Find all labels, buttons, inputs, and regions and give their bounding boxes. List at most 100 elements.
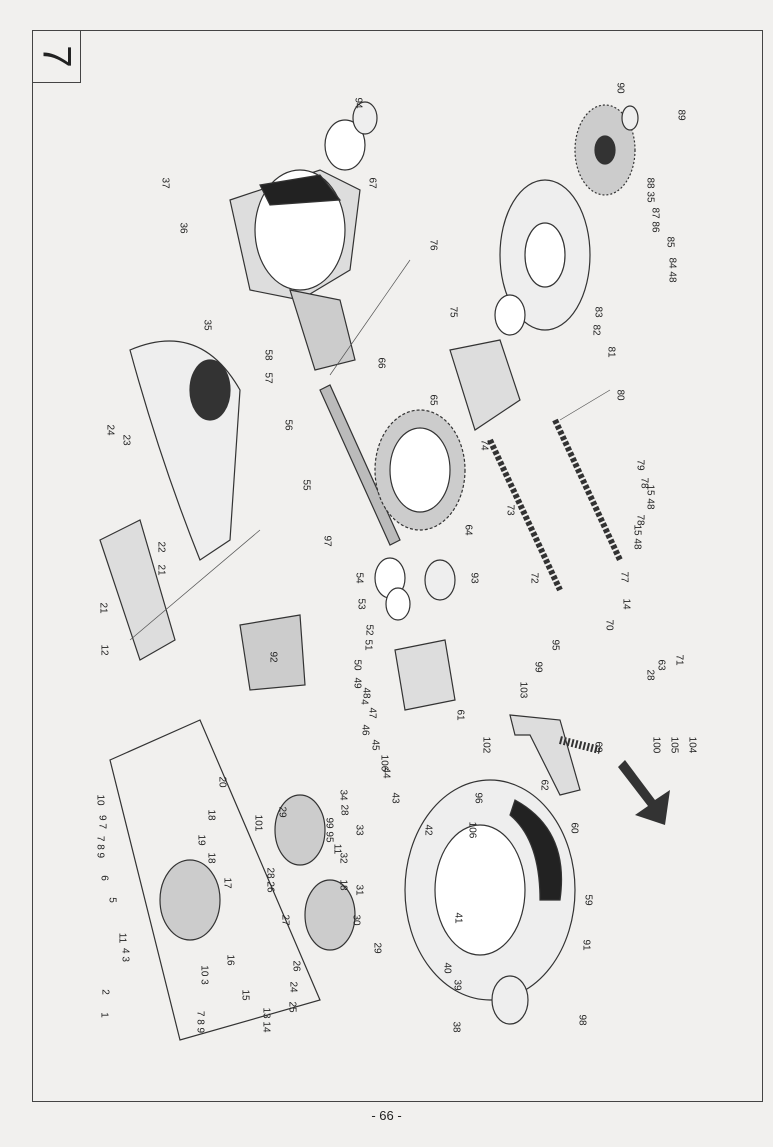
- part-label: 26: [290, 960, 302, 972]
- pulley-5: [159, 859, 221, 941]
- part-label: 18: [337, 879, 349, 891]
- part-label: 24: [104, 424, 116, 436]
- part-label: 21: [155, 564, 167, 576]
- part-label: 27: [279, 914, 291, 926]
- part-label: 4 3: [119, 948, 131, 962]
- part-label: 2: [99, 989, 111, 995]
- part-label: 90: [614, 82, 626, 94]
- part-label: 106: [466, 821, 478, 839]
- part-label: 20: [216, 776, 228, 788]
- part-label: 83: [592, 306, 604, 318]
- part-label: 33: [353, 824, 365, 836]
- part-label: 67: [366, 177, 378, 189]
- part-label: 11: [331, 843, 343, 855]
- part-label: 104: [686, 736, 698, 754]
- part-label: 71: [673, 654, 685, 666]
- part-label: 31: [353, 884, 365, 896]
- bearing-67: [324, 119, 366, 171]
- part-label: 19: [195, 834, 207, 846]
- part-label: 54: [353, 572, 365, 584]
- part-label: 62: [538, 779, 550, 791]
- part-label: 11: [116, 932, 128, 944]
- part-label: 48: [360, 687, 372, 699]
- part-label: 30: [350, 914, 362, 926]
- part-label: 1: [98, 1012, 110, 1018]
- hub-74: [449, 339, 521, 431]
- part-label: 10 3: [198, 965, 210, 985]
- base-plate: [109, 719, 321, 1041]
- part-label: 63: [655, 659, 667, 671]
- part-label: 57: [262, 372, 274, 384]
- part-label: 42: [422, 824, 434, 836]
- part-label: 16: [224, 954, 236, 966]
- part-label: 41: [452, 912, 464, 924]
- part-label: 61: [454, 709, 466, 721]
- part-label: 36: [177, 222, 189, 234]
- part-label: 47: [366, 707, 378, 719]
- part-label: 14: [620, 598, 632, 610]
- part-label: 79: [634, 459, 646, 471]
- part-label: 37: [159, 177, 171, 189]
- part-label: 29: [371, 942, 383, 954]
- part-label: 100: [650, 736, 662, 754]
- part-label: 73: [504, 504, 516, 516]
- seal-94: [352, 101, 378, 135]
- part-label: 59: [582, 894, 594, 906]
- part-label: 64: [462, 524, 474, 536]
- part-label: 28: [338, 804, 350, 816]
- part-label: 82: [590, 324, 602, 336]
- part-label: 91: [580, 939, 592, 951]
- part-label: 35: [201, 319, 213, 331]
- part-label: 15 48: [631, 524, 643, 550]
- part-label: 18: [205, 809, 217, 821]
- part-label: 88 35: [644, 177, 656, 203]
- collar-38: [491, 975, 529, 1025]
- part-label: 56: [282, 419, 294, 431]
- bearing-75: [494, 294, 526, 336]
- part-label: 101: [252, 814, 264, 832]
- part-label: 21: [97, 602, 109, 614]
- bearing-53: [385, 587, 411, 621]
- part-label: 29: [276, 806, 288, 818]
- part-label: 12: [98, 644, 110, 656]
- part-label: 75: [447, 306, 459, 318]
- direction-arrow: [618, 760, 670, 825]
- part-label: 7 8 9: [94, 835, 106, 859]
- housing-arm: [289, 289, 356, 371]
- part-label: 66: [375, 357, 387, 369]
- part-label: 34: [337, 789, 349, 801]
- part-label: 95: [549, 639, 561, 651]
- part-label: 85: [664, 236, 676, 248]
- part-label: 87 86: [649, 207, 661, 233]
- part-label: 10: [94, 794, 106, 806]
- chain-79: [552, 418, 623, 562]
- part-label: 38: [450, 1021, 462, 1033]
- chain-73: [487, 438, 563, 592]
- part-label: 15 48: [644, 484, 656, 510]
- part-label: 6: [98, 875, 110, 881]
- part-label: 22: [155, 541, 167, 553]
- part-label: 46: [359, 724, 371, 736]
- bracket-12: [99, 519, 176, 661]
- part-label: 51: [362, 639, 374, 651]
- figure-number-box: 7: [32, 30, 81, 83]
- part-label: 39: [451, 979, 463, 991]
- ring-93: [424, 559, 456, 601]
- part-label: 65: [427, 394, 439, 406]
- part-label: 99 95: [323, 817, 335, 843]
- spring-69: [559, 736, 601, 754]
- housing-dark-face: [259, 174, 342, 206]
- part-label: 9 7: [96, 815, 108, 829]
- seal-89: [621, 105, 639, 131]
- part-label: 40: [441, 962, 453, 974]
- part-label: 98: [576, 1014, 588, 1026]
- page-frame: [32, 30, 763, 1102]
- pulley-30: [304, 879, 356, 951]
- part-label: 5: [106, 897, 118, 903]
- part-label: 52: [363, 624, 375, 636]
- part-label: 84 48: [666, 257, 678, 283]
- part-label: 94: [352, 97, 364, 109]
- part-label: 44: [380, 767, 392, 779]
- part-label: 43: [389, 792, 401, 804]
